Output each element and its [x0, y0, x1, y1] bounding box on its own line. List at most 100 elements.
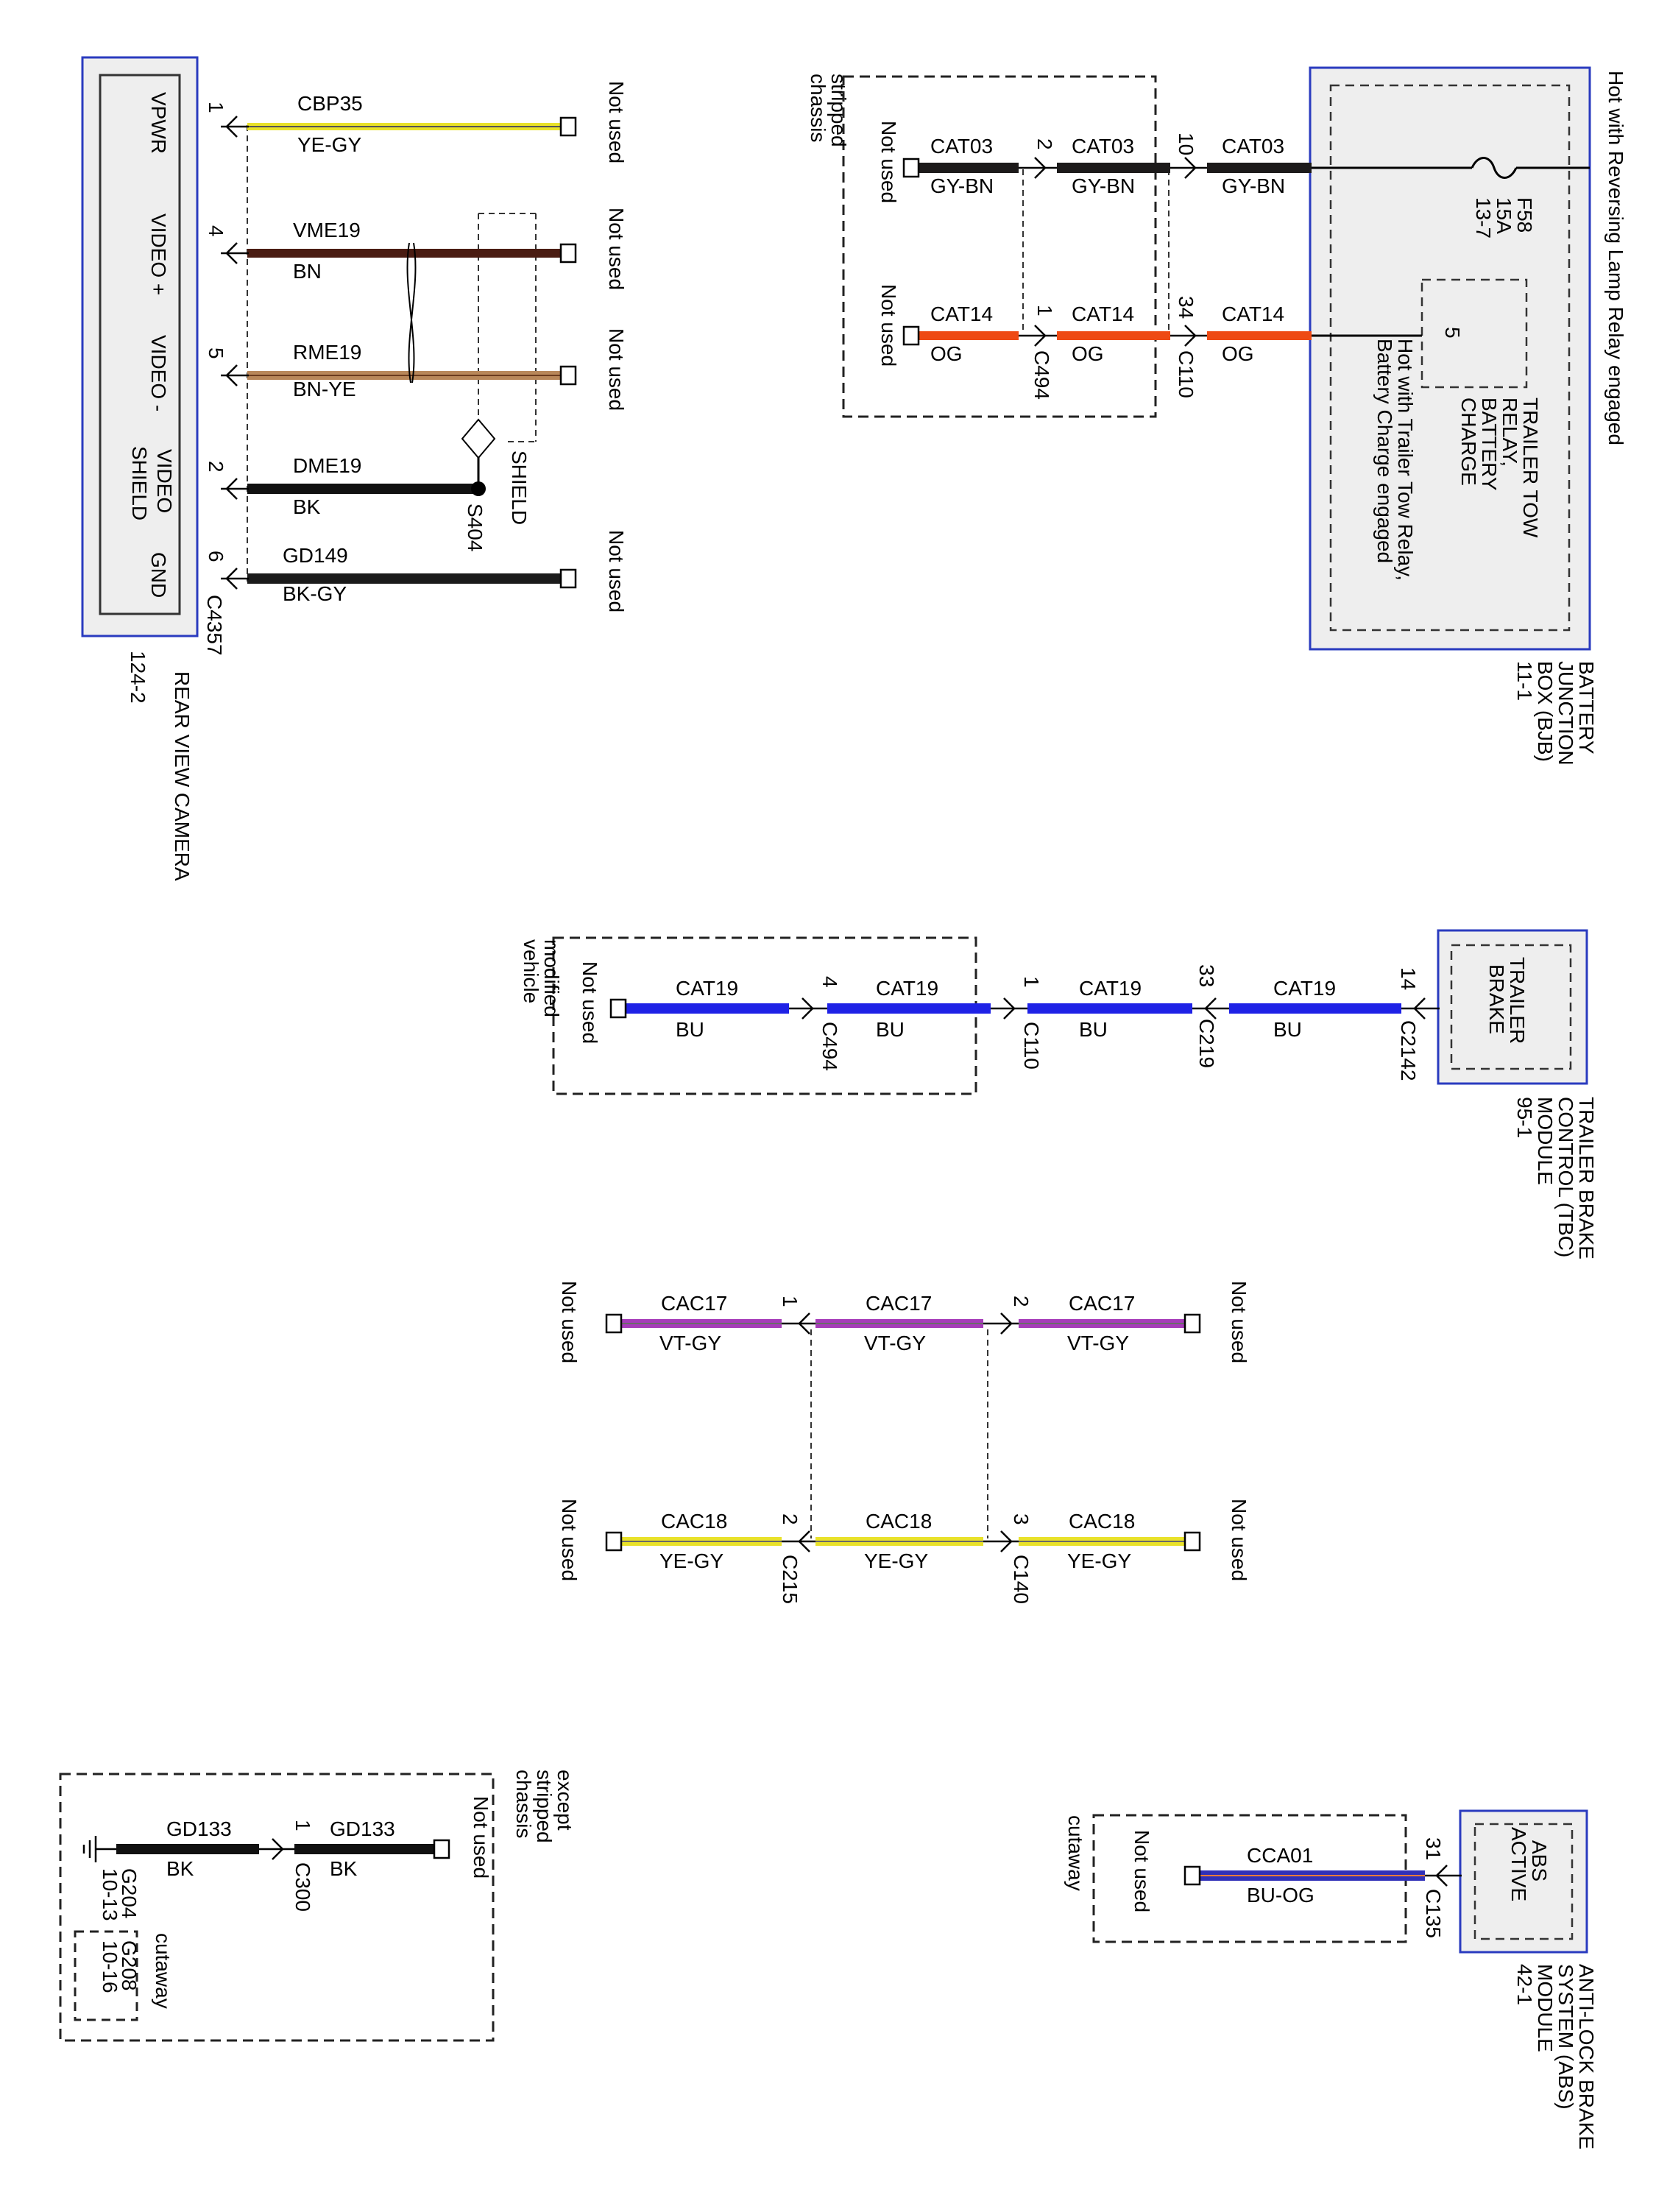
- abs-module-box[interactable]: [1459, 1809, 1588, 1954]
- wire-color-label: BU: [1273, 1018, 1302, 1041]
- circuit-cac18-label: CAC18: [661, 1510, 727, 1533]
- pin-label-video-minus: VIDEO -: [147, 335, 170, 411]
- except-stripped-label: chassis: [512, 1770, 535, 1838]
- pin-label-video-shield: SHIELD: [128, 446, 151, 520]
- connector-arrow-icon: [1000, 1530, 1013, 1552]
- bjb-inner-dashed-box: [1329, 84, 1571, 632]
- ground-g204-label: G204: [118, 1868, 141, 1919]
- hot-reversing-label: Hot with Reversing Lamp Relay engaged: [1604, 71, 1627, 445]
- cutaway-g208-dashed-box: [74, 1930, 138, 2021]
- bjb-module-name: BOX (BJB): [1534, 661, 1557, 762]
- not-used-label: Not used: [578, 961, 601, 1044]
- modified-vehicle-dashed-box: [552, 936, 977, 1095]
- bjb-module-name: JUNCTION: [1554, 661, 1577, 766]
- connector-arrow-icon: [1184, 157, 1197, 179]
- circuit-gd149-label: GD149: [283, 544, 348, 567]
- tow-relay-label: RELAY,: [1498, 397, 1521, 467]
- cac-section: CAC17 VT-GY CAC17 VT-GY CAC17 VT-GY CAC1…: [558, 1281, 1250, 1604]
- not-used-label: Not used: [605, 208, 628, 290]
- cutaway-label: cutaway: [1064, 1815, 1087, 1891]
- terminal-arrow-icon: [1413, 997, 1426, 1020]
- wire-color-label: OG: [1222, 342, 1254, 365]
- terminal-arrow-icon: [225, 116, 238, 138]
- connector-arrow-icon: [1184, 325, 1197, 347]
- tow-relay-label: CHARGE: [1457, 397, 1480, 486]
- abs-module-name: MODULE: [1534, 1964, 1557, 2052]
- wire-color-label: YE-GY: [297, 133, 361, 156]
- pin-number: 2: [779, 1513, 802, 1525]
- not-used-cap-icon: [605, 1531, 623, 1552]
- cutaway-label: cutaway: [152, 1933, 174, 2009]
- circuit-cat19-label: CAT19: [1273, 977, 1336, 1000]
- abs-inner-dashed-box: [1473, 1823, 1574, 1940]
- stripped-chassis-label: stripped: [827, 74, 850, 147]
- not-used-cap-icon: [433, 1839, 450, 1859]
- not-used-label: Not used: [1228, 1499, 1250, 1581]
- abs-inner-label: ACTIVE: [1507, 1827, 1530, 1901]
- pin-number: 2: [1010, 1296, 1033, 1307]
- circuit-rme19-label: RME19: [293, 341, 361, 364]
- wire-color-label: VT-GY: [1067, 1332, 1129, 1354]
- circuit-cat14-label: CAT14: [930, 303, 993, 325]
- wire-color-label: BK: [293, 495, 321, 518]
- wire-color-label: BN-YE: [293, 378, 356, 400]
- connector-arrow-icon: [1034, 325, 1047, 347]
- circuit-cat14-label: CAT14: [1072, 303, 1134, 325]
- rear-camera-module-box[interactable]: [81, 56, 199, 637]
- pin-number: 14: [1397, 967, 1420, 990]
- connector-arrow-icon: [798, 1312, 810, 1335]
- connector-arrow-icon: [798, 1530, 810, 1552]
- abs-module-name: ANTI-LOCK BRAKE: [1575, 1964, 1598, 2149]
- stripped-chassis-dashed-box: [842, 75, 1157, 418]
- circuit-cat03-label: CAT03: [1222, 135, 1284, 158]
- circuit-cat19-label: CAT19: [1079, 977, 1142, 1000]
- pin-number: 33: [1195, 964, 1218, 987]
- connector-c219: C219: [1195, 1019, 1218, 1068]
- circuit-cat14-label: CAT14: [1222, 303, 1284, 325]
- wire-color-label: GY-BN: [1072, 174, 1135, 197]
- modified-vehicle-label: modified: [540, 939, 563, 1017]
- pin-label-video-shield: VIDEO: [153, 449, 176, 513]
- pin-number: 10: [1175, 132, 1197, 155]
- pin-label-video-plus: VIDEO +: [147, 213, 170, 295]
- pin-number: 1: [1020, 976, 1043, 988]
- connector-arrow-icon: [802, 997, 814, 1020]
- fuse-f58-icon: [1471, 157, 1518, 179]
- wire-color-label: OG: [1072, 342, 1104, 365]
- tow-relay-label: BATTERY: [1478, 397, 1501, 491]
- pin-label-vpwr: VPWR: [147, 92, 170, 154]
- not-used-label: Not used: [558, 1499, 581, 1581]
- fuse-f58-rating: 15A: [1493, 197, 1515, 234]
- tbc-module-box[interactable]: [1437, 929, 1588, 1085]
- abs-page-ref: 42-1: [1513, 1964, 1536, 2005]
- connector-arrow-icon: [1000, 1312, 1013, 1335]
- abs-inner-label: ABS: [1528, 1840, 1551, 1881]
- connector-c110: C110: [1175, 350, 1197, 398]
- wire-color-label: BK: [330, 1857, 358, 1880]
- not-used-cap-icon: [1183, 1313, 1201, 1334]
- rear-camera-module-name: REAR VIEW CAMERA: [171, 671, 194, 881]
- wire-color-label: YE-GY: [1067, 1550, 1131, 1572]
- wire-color-label: OG: [930, 342, 963, 365]
- fuse-f58-ref: 13-7: [1472, 197, 1495, 238]
- terminal-arrow-icon: [225, 242, 238, 264]
- rear-camera-section: VPWR VIDEO + VIDEO - VIDEO SHIELD GND 1 …: [81, 56, 628, 881]
- modified-vehicle-label: vehicle: [520, 939, 542, 1003]
- terminal-arrow-icon: [225, 568, 238, 590]
- pin-number: 1: [205, 102, 227, 113]
- not-used-cap-icon: [1183, 1865, 1201, 1886]
- terminal-arrow-icon: [1435, 1865, 1448, 1887]
- circuit-gd133-label: GD133: [330, 1817, 395, 1840]
- not-used-cap-icon: [559, 116, 577, 137]
- except-stripped-dashed-box: [59, 1773, 495, 2042]
- rear-camera-page-ref: 124-2: [127, 651, 149, 704]
- stripped-chassis-label: chassis: [807, 74, 829, 142]
- ground-g208-ref: 10-16: [99, 1940, 121, 1993]
- wire-color-label: YE-GY: [659, 1550, 723, 1572]
- not-used-label: Not used: [605, 530, 628, 612]
- connector-c215: C215: [779, 1555, 802, 1604]
- except-stripped-label: stripped: [533, 1770, 556, 1843]
- bjb-module-box[interactable]: [1309, 66, 1591, 651]
- circuit-cat19-label: CAT19: [876, 977, 938, 1000]
- rear-camera-inner-box: [99, 74, 181, 615]
